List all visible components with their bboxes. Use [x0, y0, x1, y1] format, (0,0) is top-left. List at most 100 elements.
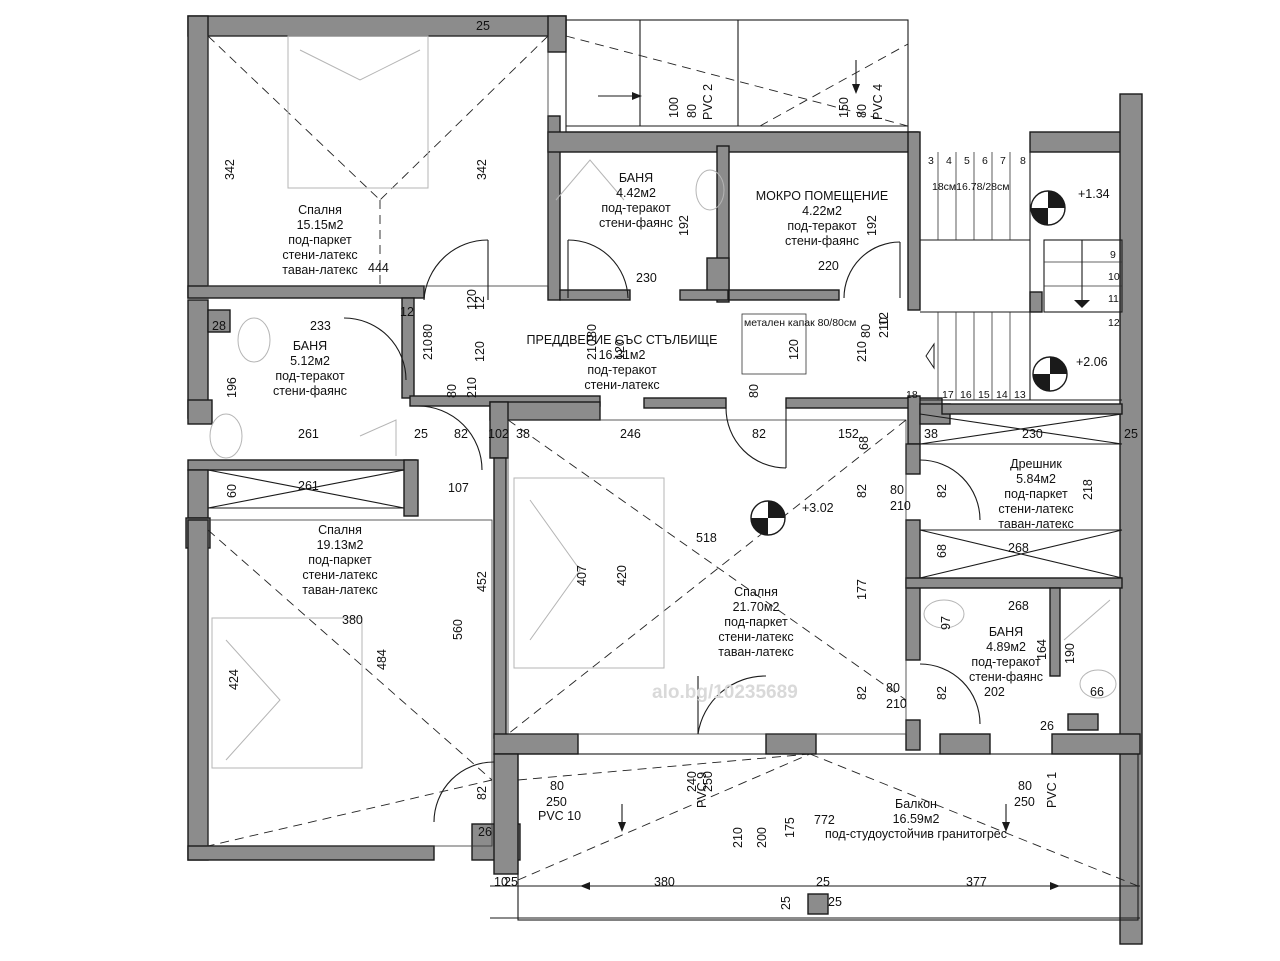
room-label-line: 15.15м2 [297, 218, 344, 232]
dimension-label: 200 [755, 827, 769, 848]
dimension-label: 152 [838, 427, 859, 441]
dimension-label: 210 [886, 697, 907, 711]
stair-step-number: 11 [1108, 293, 1119, 305]
dimension-label: 246 [620, 427, 641, 441]
window-label: PVC 9 [695, 772, 709, 808]
dimension-label: 60 [225, 484, 239, 498]
stair-step-number: 14 [996, 389, 1008, 401]
dimension-label: 107 [448, 481, 469, 495]
dimension-label: 444 [368, 261, 389, 275]
stair-treads [925, 152, 1122, 400]
room-label-line: БАНЯ [619, 171, 653, 185]
dimension-label: 80 [886, 681, 900, 695]
dimension-label: 380 [654, 875, 675, 889]
dimension-label: 82 [855, 484, 869, 498]
dimension-label: 177 [855, 579, 869, 600]
room-label-line: стени-латекс [998, 502, 1073, 516]
room-label-line: под-теракот [971, 655, 1041, 669]
room-label-line: 4.42м2 [616, 186, 656, 200]
dimension-label: 268 [1008, 599, 1029, 613]
dimension-label: 25 [816, 875, 830, 889]
dimension-label: 230 [636, 271, 657, 285]
dimension-label: 38 [924, 427, 938, 441]
room-label-line: Дрешник [1010, 457, 1062, 471]
room-label-line: 5.12м2 [290, 354, 330, 368]
dimension-label: 80 [890, 483, 904, 497]
dimension-label: 80 [585, 324, 599, 338]
dimension-label: 772 [814, 813, 835, 827]
dimension-label: 25 [476, 19, 490, 33]
room-label-line: БАНЯ [989, 625, 1023, 639]
room-label-line: стени-фаянс [969, 670, 1043, 684]
dimension-label: 26 [1040, 719, 1054, 733]
arrows [580, 60, 1060, 890]
room-label-line: стени-фаянс [785, 234, 859, 248]
dimension-label: 250 [546, 795, 567, 809]
dimension-label: 68 [935, 544, 949, 558]
dimension-label: 218 [1081, 479, 1095, 500]
room-label-line: 16.31м2 [599, 348, 646, 362]
dimension-label: 210 [877, 317, 891, 338]
notes: метален капак 80/80см 18см16.78/28см [744, 181, 1010, 329]
dimension-label: 26 [478, 825, 492, 839]
dimension-label: 66 [1090, 685, 1104, 699]
room-label-line: под-теракот [275, 369, 345, 383]
level-symbols [750, 190, 1068, 536]
dimension-label: 80 [445, 384, 459, 398]
dashed-lines [207, 35, 1139, 887]
room-label-line: стени-латекс [282, 248, 357, 262]
dimension-label: 342 [223, 159, 237, 180]
dimension-label: 210 [855, 341, 869, 362]
watermark: alo.bg/10235689 [652, 682, 798, 703]
dimension-label: 12 [400, 305, 414, 319]
room-label-line: Спалня [298, 203, 342, 217]
dimension-label: 82 [752, 427, 766, 441]
dimension-label: 25 [828, 895, 842, 909]
stair-step-number: 16 [960, 389, 972, 401]
room-label-line: Спалня [318, 523, 362, 537]
stair-step-number: 15 [978, 389, 990, 401]
dimension-label: 100 [667, 97, 681, 118]
window-label: PVC 4 [871, 84, 885, 120]
level-label: +3.02 [802, 501, 834, 515]
room-label-line: под-теракот [587, 363, 657, 377]
dimension-label: 560 [451, 619, 465, 640]
room-label-line: 4.89м2 [986, 640, 1026, 654]
dimension-label: 342 [475, 159, 489, 180]
dimension-label: 82 [454, 427, 468, 441]
dimension-label: 420 [615, 565, 629, 586]
room-label-line: под-паркет [288, 233, 352, 247]
room-label-line: под-паркет [724, 615, 788, 629]
dimension-label: 120 [465, 289, 479, 310]
stair-step-number: 6 [982, 155, 988, 167]
dimension-label: 196 [225, 377, 239, 398]
dimension-label: 120 [613, 339, 627, 360]
window-label: PVC 1 [1045, 772, 1059, 808]
dimension-label: 175 [783, 817, 797, 838]
dimension-label: 12 [473, 296, 487, 310]
dimension-label: 80 [859, 324, 873, 338]
stair-step-number: 12 [1108, 317, 1120, 329]
dimension-label: 424 [227, 669, 241, 690]
dimension-label: 102 [488, 427, 509, 441]
window-labels: PVC 2 PVC 4 PVC 9 PVC 1 PVC 10 [538, 84, 1059, 823]
dimension-label: 452 [475, 571, 489, 592]
room-label-line: 21.70м2 [733, 600, 780, 614]
level-label: +2.06 [1076, 355, 1108, 369]
dimension-label: 82 [935, 686, 949, 700]
dimension-label: 120 [473, 341, 487, 362]
dimension-label: 261 [298, 427, 319, 441]
dimension-label: 97 [939, 616, 953, 630]
walls [185, 15, 1143, 945]
room-label-line: Балкон [895, 797, 937, 811]
stair-step-number: 3 [928, 155, 934, 167]
dimension-label: 164 [1035, 639, 1049, 660]
dimension-label: 250 [1014, 795, 1035, 809]
